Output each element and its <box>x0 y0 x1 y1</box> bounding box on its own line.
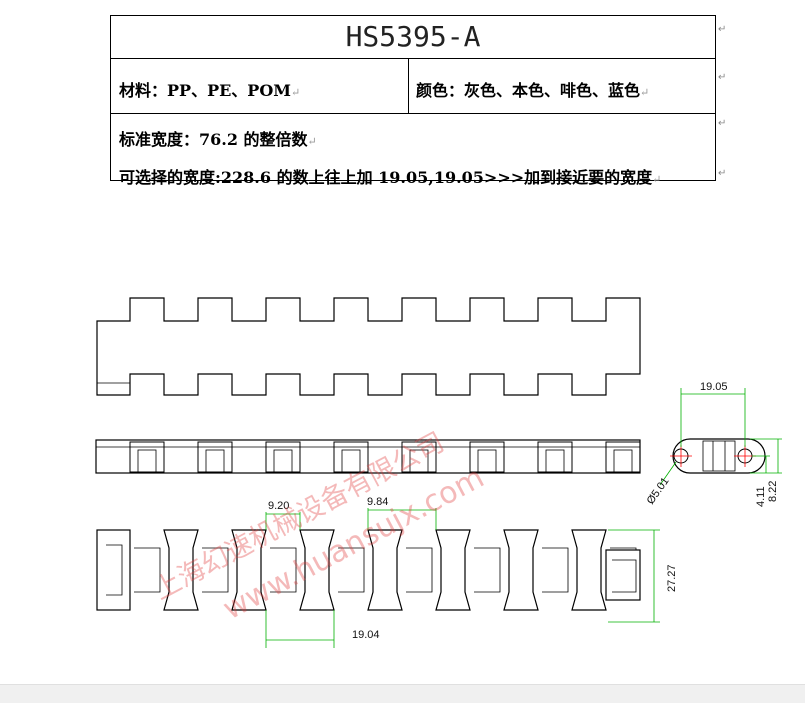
bottom-link <box>503 529 539 611</box>
spec-material-row: 材料：PP、PE、POM↵ 颜色：灰色、本色、啡色、蓝色↵ <box>111 59 715 114</box>
bottom-link-gap <box>202 547 229 593</box>
side-pocket-inner <box>477 449 497 473</box>
bottom-link <box>571 529 607 611</box>
dim-belt-width: 27.27 <box>666 564 678 592</box>
return-mark: ↵ <box>652 173 662 186</box>
return-mark: ↵ <box>640 86 650 99</box>
margin-marker-icon: ↵ <box>718 118 727 129</box>
dim-height-total: 8.22 <box>767 481 779 502</box>
return-mark: ↵ <box>290 86 301 99</box>
dim-pitch-side: 19.05 <box>700 381 728 393</box>
bottom-link-gap <box>270 547 297 593</box>
bottom-edge-link <box>605 549 641 601</box>
side-pocket-inner <box>137 449 157 473</box>
margin-marker-icon: ↵ <box>718 24 727 35</box>
dim-height-half: 4.11 <box>755 486 767 507</box>
spec-title-row: HS5395-A <box>111 16 715 59</box>
bottom-link-gap <box>542 547 569 593</box>
end-view-dimensions <box>659 388 782 486</box>
side-pocket-inner <box>341 449 361 473</box>
belt-end-view <box>672 438 766 474</box>
belt-bottom-view <box>96 529 641 611</box>
edge-link-detail <box>106 544 123 596</box>
material-text: 材料：PP、PE、POM <box>119 81 291 100</box>
side-pocket-inner <box>613 449 633 473</box>
side-pocket-inner <box>273 449 293 473</box>
spec-table: HS5395-A 材料：PP、PE、POM↵ 颜色：灰色、本色、啡色、蓝色↵ 标… <box>110 15 716 187</box>
color-cell: 颜色：灰色、本色、啡色、蓝色↵ <box>408 59 715 113</box>
dim-bottom-pitch: 19.04 <box>352 629 380 641</box>
spec-width-row: 标准宽度：76.2 的整倍数↵ 可选择的宽度:228.6 的数上往上加 19.0… <box>111 114 715 187</box>
bottom-edge-link <box>96 529 131 611</box>
bottom-link <box>367 529 403 611</box>
color-text: 颜色：灰色、本色、啡色、蓝色 <box>416 81 641 100</box>
side-pocket-group <box>129 441 641 473</box>
window-bottom-bar <box>0 684 805 703</box>
bottom-link-gap <box>338 547 365 593</box>
side-pocket-inner <box>409 449 429 473</box>
edge-link-detail <box>612 559 637 593</box>
dim-hole-dia: Ø5.01 <box>645 475 672 506</box>
standard-width-text: 标准宽度：76.2 的整倍数 <box>119 130 308 149</box>
side-pocket-inner <box>545 449 565 473</box>
bottom-link-gap <box>406 547 433 593</box>
dim-link-width: 9.20 <box>268 500 289 512</box>
material-cell: 材料：PP、PE、POM↵ <box>111 59 409 113</box>
bottom-link-gap <box>474 547 501 593</box>
side-pocket-inner <box>205 449 225 473</box>
bottom-link <box>163 529 199 611</box>
optional-width-text: 可选择的宽度:228.6 的数上往上加 19.05,19.05>>>加到接近要的… <box>119 168 653 187</box>
product-code: HS5395-A <box>345 20 481 53</box>
bottom-dimensions <box>265 508 660 648</box>
bottom-link-gap <box>134 547 161 593</box>
margin-marker-icon: ↵ <box>718 72 727 83</box>
dim-gap-width: 9.84 <box>367 496 388 508</box>
bottom-link <box>435 529 471 611</box>
margin-marker-icon: ↵ <box>718 168 727 179</box>
return-mark: ↵ <box>307 135 317 148</box>
belt-top-view <box>96 297 641 396</box>
